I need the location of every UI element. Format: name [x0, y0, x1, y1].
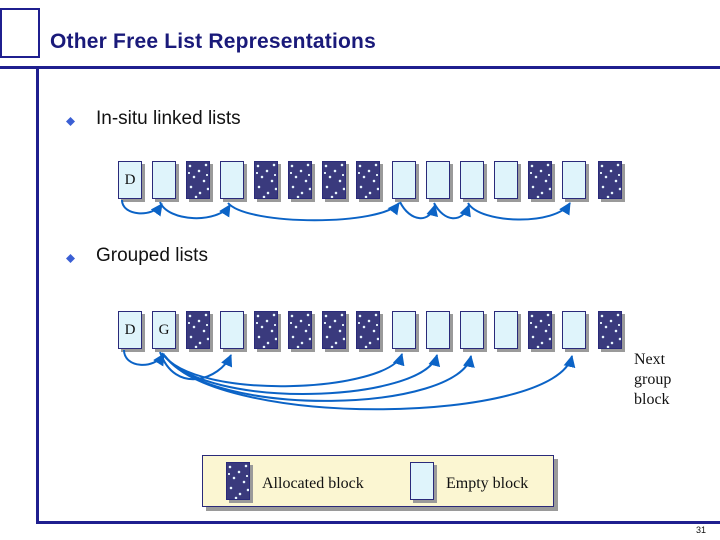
memory-block — [392, 161, 419, 202]
legend-empty-swatch — [410, 462, 437, 503]
memory-block — [392, 311, 419, 352]
page-title: Other Free List Representations — [50, 30, 376, 53]
block-face-allocated — [322, 311, 346, 349]
memory-block — [528, 161, 555, 202]
page-number: 31 — [695, 525, 706, 535]
memory-block — [254, 161, 281, 202]
block-face-allocated — [288, 311, 312, 349]
diamond-bullet-icon — [66, 254, 75, 263]
decorative-corner-box — [0, 8, 40, 58]
memory-block — [322, 161, 349, 202]
next-group-block-note: Next group block — [634, 351, 672, 408]
memory-block — [598, 161, 625, 202]
memory-block — [322, 311, 349, 352]
memory-block — [460, 161, 487, 202]
memory-block — [426, 311, 453, 352]
block-face-empty — [494, 161, 518, 199]
block-face-allocated — [322, 161, 346, 199]
block-face-empty — [562, 161, 586, 199]
block-face-empty — [460, 161, 484, 199]
block-label — [152, 161, 176, 199]
memory-block — [494, 311, 521, 352]
block-face-empty — [152, 161, 176, 199]
block-face-empty — [410, 462, 434, 500]
memory-block — [220, 161, 247, 202]
block-face-empty — [118, 161, 142, 199]
block-face-allocated — [356, 161, 380, 199]
legend-allocated-label: Allocated block — [262, 475, 364, 492]
diamond-bullet-icon — [66, 117, 75, 126]
block-face-allocated — [254, 311, 278, 349]
block-face-empty — [152, 311, 176, 349]
memory-block — [528, 311, 555, 352]
block-face-empty — [392, 161, 416, 199]
block-label: D — [124, 171, 136, 188]
block-face-empty — [220, 311, 244, 349]
memory-block — [288, 161, 315, 202]
block-face-empty — [562, 311, 586, 349]
block-face-allocated — [528, 311, 552, 349]
block-face-empty — [426, 311, 450, 349]
block-label: D — [124, 321, 136, 338]
block-face-allocated — [288, 161, 312, 199]
block-face-allocated — [528, 161, 552, 199]
memory-block — [494, 161, 521, 202]
memory-block: D — [118, 161, 145, 202]
memory-block — [186, 161, 213, 202]
bullet-label: Grouped lists — [96, 245, 208, 266]
block-face-allocated — [254, 161, 278, 199]
block-face-allocated — [226, 462, 250, 500]
block-face-allocated — [598, 161, 622, 199]
memory-block — [288, 311, 315, 352]
memory-block — [186, 311, 213, 352]
block-face-empty — [426, 161, 450, 199]
block-face-empty — [220, 161, 244, 199]
bottom-divider — [36, 521, 720, 524]
memory-block — [598, 311, 625, 352]
block-face-allocated — [598, 311, 622, 349]
memory-block — [562, 161, 589, 202]
block-face-allocated — [186, 161, 210, 199]
memory-block — [460, 311, 487, 352]
memory-block — [426, 161, 453, 202]
block-face-empty — [118, 311, 142, 349]
block-face-empty — [392, 311, 416, 349]
memory-block — [562, 311, 589, 352]
memory-block — [254, 311, 281, 352]
legend-empty-label: Empty block — [446, 475, 529, 492]
header-divider — [0, 66, 720, 69]
memory-block — [152, 161, 179, 202]
block-face-empty — [494, 311, 518, 349]
block-face-allocated — [186, 311, 210, 349]
bullet-label: In-situ linked lists — [96, 108, 241, 129]
legend-allocated-swatch — [226, 462, 253, 503]
memory-block — [356, 161, 383, 202]
memory-block — [220, 311, 247, 352]
left-divider — [36, 66, 39, 524]
block-face-allocated — [356, 311, 380, 349]
memory-block — [356, 311, 383, 352]
legend-panel — [202, 455, 554, 507]
memory-block: G — [152, 311, 179, 352]
block-label: G — [158, 321, 170, 338]
block-face-empty — [460, 311, 484, 349]
memory-block: D — [118, 311, 145, 352]
